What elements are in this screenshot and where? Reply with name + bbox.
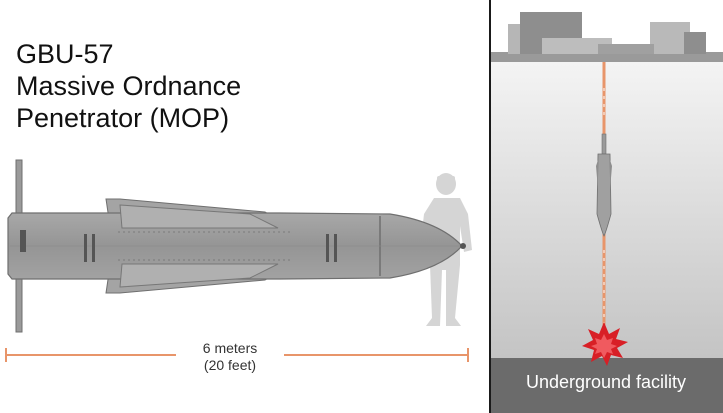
cross-section-panel [491, 12, 723, 413]
title-line-2: Massive Ordnance [16, 71, 242, 101]
lower-fin-plate [119, 263, 279, 288]
length-measure [5, 348, 469, 362]
title-line-1: GBU-57 [16, 39, 114, 69]
title-line-3: Penetrator (MOP) [16, 103, 230, 133]
upper-fin-plate [119, 204, 279, 229]
length-imperial: (20 feet) [203, 357, 257, 373]
mop-bomb [7, 159, 466, 333]
explosion-burst [582, 322, 628, 366]
diagram-title: GBU-57 Massive Ordnance Penetrator (MOP) [16, 38, 241, 134]
surface-buildings [491, 12, 723, 62]
falling-bomb [596, 133, 612, 237]
length-label: 6 meters (20 feet) [178, 340, 282, 374]
underground-facility-label: Underground facility [525, 372, 687, 392]
length-metric: 6 meters [202, 340, 258, 356]
facility-floor [491, 358, 723, 413]
